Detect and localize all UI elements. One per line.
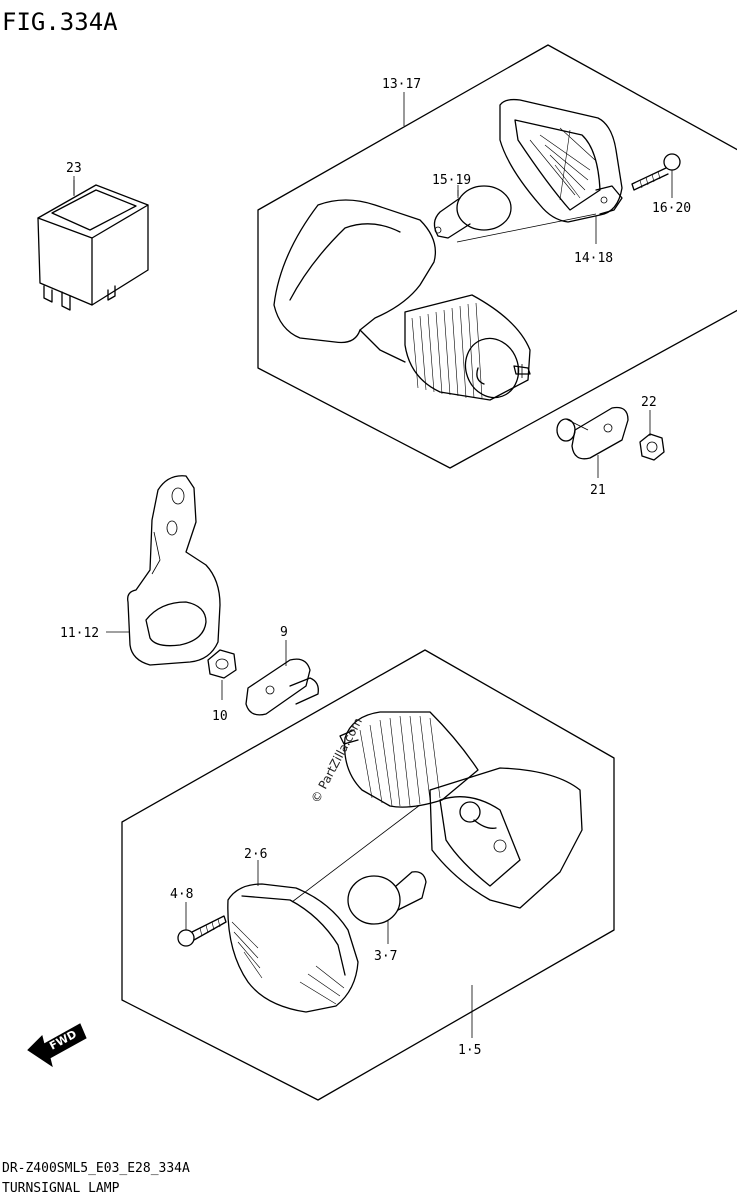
callout-22: 22 — [641, 395, 657, 410]
callout-16-20: 16·20 — [652, 201, 691, 216]
washer-part-21 — [556, 406, 629, 460]
figure-title: FIG.334A — [2, 8, 118, 36]
bulb-part-3-7 — [347, 871, 427, 925]
callout-21: 21 — [590, 483, 606, 498]
callout-9: 9 — [280, 625, 288, 640]
leader-lines — [73, 92, 673, 1038]
figure-code: DR-Z400SML5_E03_E28_334A — [2, 1161, 190, 1176]
screw-part-16-20 — [631, 153, 681, 191]
callout-11-12: 11·12 — [60, 626, 99, 641]
front-lens-part-2-6 — [227, 883, 359, 1013]
nut-part-22 — [639, 433, 665, 461]
figure-caption: TURNSIGNAL LAMP — [2, 1181, 120, 1196]
callout-1-5: 1·5 — [458, 1043, 481, 1058]
bracket-part-11-12 — [127, 475, 221, 666]
callout-13-17: 13·17 — [382, 77, 421, 92]
callout-3-7: 3·7 — [374, 949, 397, 964]
callout-14-18: 14·18 — [574, 251, 613, 266]
callout-4-8: 4·8 — [170, 887, 193, 902]
relay-part-23 — [37, 180, 149, 311]
callout-2-6: 2·6 — [244, 847, 267, 862]
rear-lens-part-14-18 — [456, 98, 623, 243]
front-lamp-body — [291, 711, 583, 909]
washer-part-9 — [245, 658, 319, 716]
callout-15-19: 15·19 — [432, 173, 471, 188]
bulb-part-15-19 — [433, 185, 512, 239]
watermark: © PartZilla.com — [308, 715, 365, 805]
callout-10: 10 — [212, 709, 228, 724]
screw-part-4-8 — [177, 915, 227, 947]
callout-23: 23 — [66, 161, 82, 176]
forward-arrow-icon — [27, 1023, 87, 1068]
lower-assembly-frame — [121, 649, 615, 1101]
rear-lamp-body — [273, 199, 531, 401]
upper-assembly-frame — [257, 44, 737, 469]
nut-part-10 — [207, 649, 237, 679]
